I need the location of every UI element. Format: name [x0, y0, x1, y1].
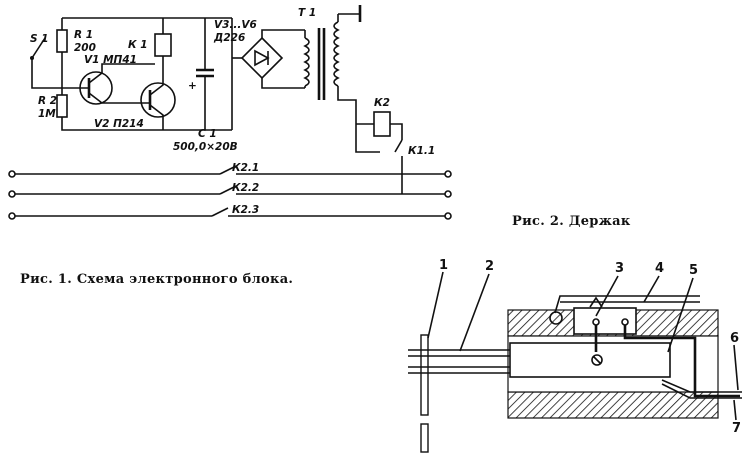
inner-block	[509, 342, 671, 378]
label-k2-3: К2.3	[232, 204, 259, 216]
label-v1: V1 МП41	[84, 54, 137, 66]
callout-5: 5	[689, 263, 698, 278]
label-c1-plus: +	[188, 80, 197, 92]
callout-1: 1	[439, 258, 448, 273]
transistor-v2	[118, 64, 176, 130]
label-s1: S 1	[30, 33, 49, 45]
figure2-caption: Рис. 2. Держак	[512, 214, 631, 229]
resistor-r2	[56, 88, 232, 131]
contact-k1-1	[394, 139, 403, 194]
relay-coil-k1	[154, 18, 172, 64]
resistor-r1	[56, 18, 68, 88]
label-k2: К2	[374, 97, 390, 109]
label-k2-1: К2.1	[232, 162, 259, 174]
transformer-t1	[303, 5, 362, 124]
holder-bottom-wall	[507, 391, 719, 419]
label-k2-2: К2.2	[232, 182, 259, 194]
label-k1: К 1	[128, 39, 148, 51]
electrode-rod	[420, 334, 429, 416]
capacitor-c1	[196, 18, 214, 130]
label-r1-name: R 1	[74, 29, 93, 41]
label-r2-value: 1М	[38, 108, 56, 120]
callout-7: 7	[732, 421, 741, 436]
label-v3-v6-name: V3...V6	[214, 19, 257, 31]
label-v3-v6-type: Д226	[213, 32, 245, 44]
callout-4: 4	[655, 261, 664, 276]
callout-3: 3	[615, 261, 624, 276]
bus-lines-k2	[8, 165, 452, 220]
label-c1-name: С 1	[198, 128, 217, 140]
figure1-caption: Рис. 1. Схема электронного блока.	[20, 272, 293, 287]
label-v2: V2 П214	[94, 118, 144, 130]
holder-drawing: Рис. 2. Держак 1 2	[408, 214, 742, 453]
relay-coil-k2	[355, 111, 403, 153]
label-r2-name: R 2	[38, 95, 57, 107]
callout-6: 6	[730, 331, 739, 346]
label-k1-1: К1.1	[408, 145, 435, 157]
switch-s1	[30, 37, 62, 89]
label-r1-value: 200	[74, 42, 96, 54]
transistor-v1	[62, 63, 155, 105]
circuit-schematic: S 1 R 1 200 R 2 1М К 1 V1 МП41 V2 П214 V…	[8, 5, 452, 287]
diode-bridge-v3-v6	[232, 29, 305, 89]
callout-2: 2	[485, 259, 494, 274]
label-t1: Т 1	[298, 7, 316, 19]
label-c1-value: 500,0×20В	[173, 141, 238, 153]
microswitch	[573, 307, 637, 335]
